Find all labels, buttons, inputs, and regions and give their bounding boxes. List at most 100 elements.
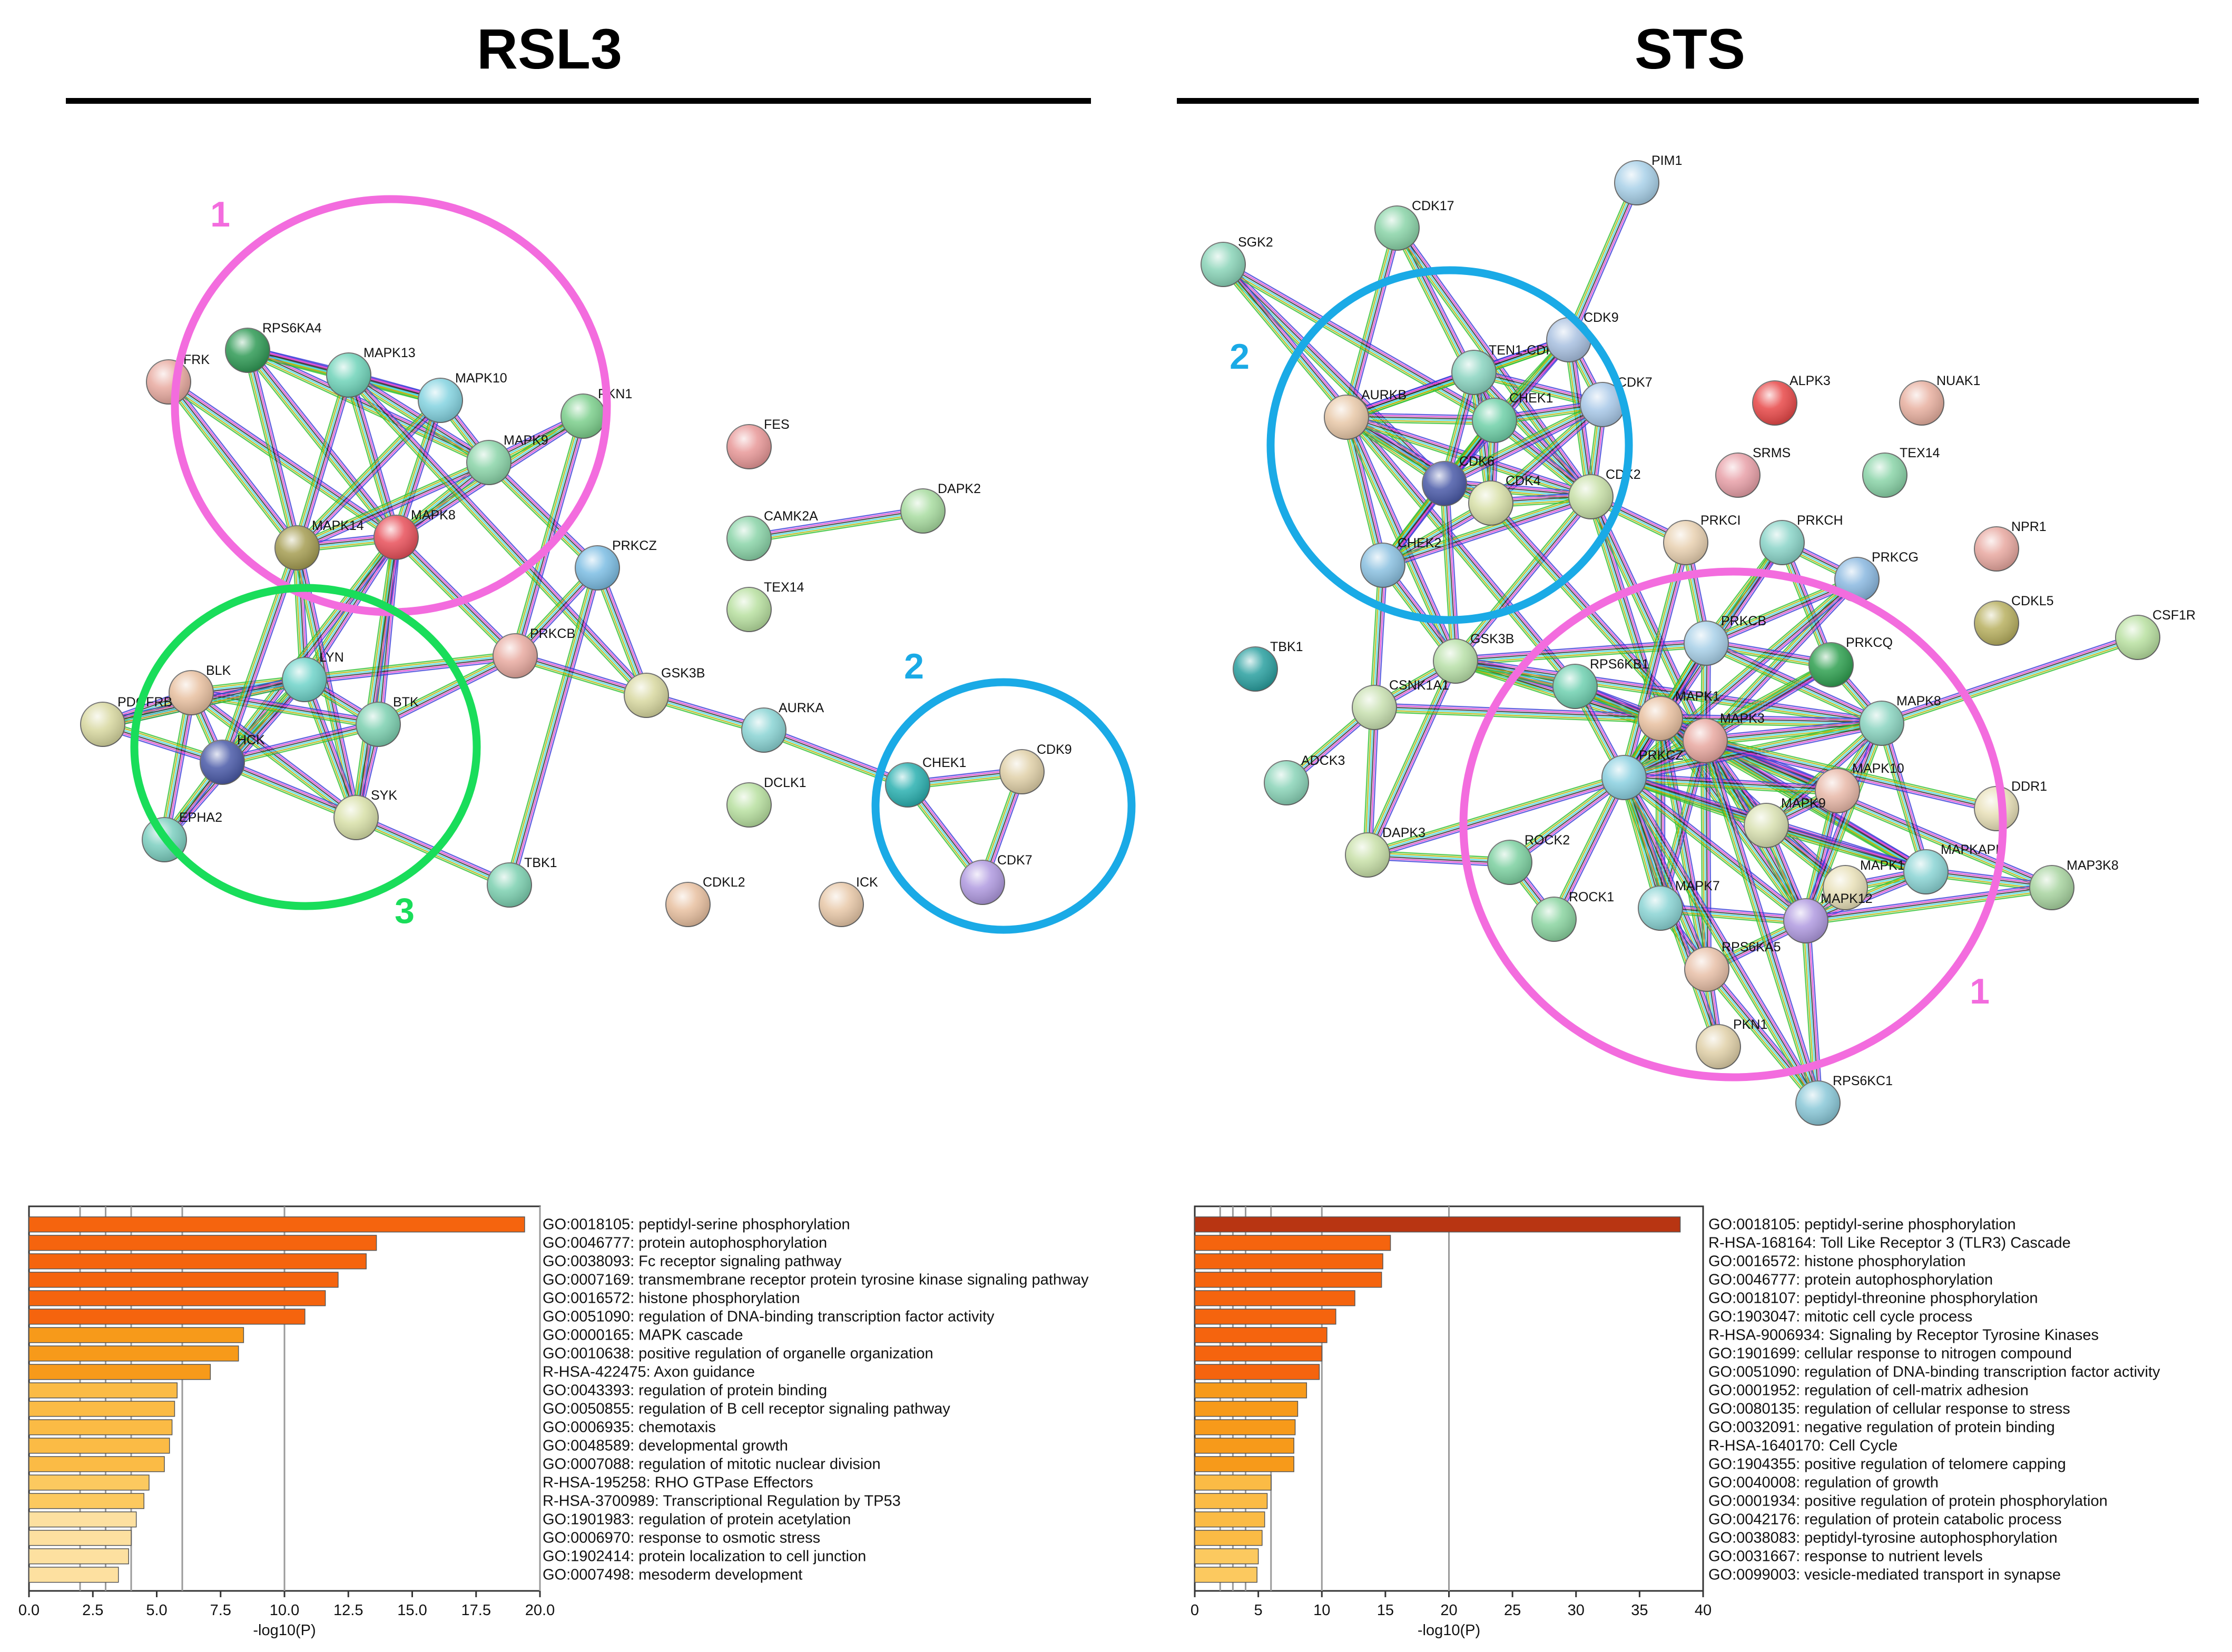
network-node-cdkl2[interactable]: CDKL2 [665, 875, 745, 927]
network-node-prkcq[interactable]: PRKCQ [1808, 635, 1893, 687]
network-node-tex14[interactable]: TEX14 [1862, 446, 1940, 498]
network-node-syk[interactable]: SYK [333, 788, 397, 840]
network-node-sgk2[interactable]: SGK2 [1201, 235, 1273, 287]
network-node-tex14[interactable]: TEX14 [726, 580, 804, 632]
network-node-mapk7[interactable]: MAPK7 [1638, 879, 1720, 931]
network-node-cdk6[interactable]: CDK6 [1422, 454, 1494, 506]
edge-BLK-EPHA2-strand [166, 693, 194, 841]
node-label: DAPK3 [1382, 825, 1425, 840]
network-node-cdk4[interactable]: CDK4 [1468, 474, 1541, 526]
edge-MAPK13-MAPK14-strand [300, 376, 353, 549]
node-highlight [1796, 1081, 1840, 1125]
network-node-tbk1[interactable]: TBK1 [487, 856, 557, 908]
network-node-chek1[interactable]: CHEK1 [885, 755, 966, 808]
network-node-cdk9[interactable]: CDK9 [999, 742, 1072, 794]
edge-HCK-SYK-strand [223, 758, 358, 814]
network-node-hck[interactable]: HCK [200, 733, 265, 785]
network-node-alpk3[interactable]: ALPK3 [1752, 373, 1831, 426]
network-node-cdk7[interactable]: CDK7 [1580, 375, 1653, 427]
network-node-rock2[interactable]: ROCK2 [1487, 833, 1570, 885]
network-node-pkn1[interactable]: PKN1 [1696, 1017, 1767, 1069]
network-node-mapk10[interactable]: MAPK10 [1815, 761, 1904, 813]
network-node-mapk9[interactable]: MAPK9 [1744, 796, 1826, 848]
network-node-dapk2[interactable]: DAPK2 [900, 481, 981, 534]
edge-CDK17-AURKB-strand [1346, 228, 1399, 418]
network-node-rps6ka5[interactable]: RPS6KA5 [1684, 940, 1781, 992]
network-node-mapk8[interactable]: MAPK8 [373, 508, 456, 560]
node-label: MAPK14 [312, 518, 364, 533]
edge-SGK2-RPS6KB1-strand [1226, 261, 1579, 684]
network-node-mapk10[interactable]: MAPK10 [418, 371, 507, 423]
network-node-nuak1[interactable]: NUAK1 [1899, 373, 1980, 426]
edge-MAPK12-RPS6KC1-strand [1804, 921, 1818, 1104]
node-highlight [1683, 719, 1727, 763]
network-node-cdkl5[interactable]: CDKL5 [1974, 594, 2054, 646]
network-node-prkcb[interactable]: PRKCB [1684, 614, 1766, 666]
network-node-pim1[interactable]: PIM1 [1614, 153, 1682, 205]
node-label: CDK7 [997, 853, 1033, 868]
network-node-prkcz[interactable]: PRKCZ [575, 538, 657, 591]
enrichment-bar [28, 1401, 175, 1417]
network-node-tbk1[interactable]: TBK1 [1233, 640, 1303, 692]
edge-PRKCZ-MAPK12-strand [1625, 775, 1808, 920]
network-node-prkch[interactable]: PRKCH [1759, 513, 1843, 565]
edge-CAMK2A-DAPK2-strand [749, 513, 923, 542]
network-node-btk[interactable]: BTK [356, 695, 419, 747]
network-node-csnk1a1[interactable]: CSNK1A1 [1352, 678, 1449, 730]
network-node-fes[interactable]: FES [726, 417, 790, 469]
network-node-gsk3b[interactable]: GSK3B [624, 666, 705, 718]
network-node-ten1[interactable]: TEN1-CDK [1451, 343, 1555, 395]
network-node-mapk9[interactable]: MAPK9 [466, 433, 548, 485]
edge-CAMK2A-DAPK2-strand [749, 511, 923, 540]
network-node-blk[interactable]: BLK [169, 663, 231, 715]
network-node-camk2a[interactable]: CAMK2A [726, 509, 818, 561]
node-label: RPS6KA5 [1722, 940, 1781, 955]
node-highlight [1375, 206, 1419, 250]
network-node-dclk1[interactable]: DCLK1 [726, 775, 807, 828]
network-node-rps6ka4[interactable]: RPS6KA4 [225, 321, 322, 373]
network-node-mapk12[interactable]: MAPK12 [1783, 891, 1873, 943]
network-node-prkci[interactable]: PRKCI [1663, 513, 1741, 565]
network-node-pkn1[interactable]: PKN1 [561, 387, 632, 439]
enrichment-bar [1194, 1548, 1259, 1565]
edge-GSK3B-PRKCB-strand [1456, 645, 1707, 664]
network-node-mapk1[interactable]: MAPK1 [1638, 689, 1720, 741]
edge-CDK2-CHEK2-strand [1381, 492, 1590, 562]
network-node-aurkb[interactable]: AURKB [1324, 388, 1407, 440]
network-node-rps6kb1[interactable]: RPS6KB1 [1552, 657, 1649, 709]
network-node-mapk3[interactable]: MAPK3 [1683, 711, 1765, 763]
network-node-chek1[interactable]: CHEK1 [1472, 391, 1553, 443]
network-node-prkcz[interactable]: PRKCZ [1601, 748, 1684, 800]
node-label: PRKCB [530, 626, 575, 641]
edge-BLK-EPHA2 [159, 692, 196, 841]
edge-SGK2-CHEK1-strand [1222, 264, 1494, 422]
network-node-rock1[interactable]: ROCK1 [1531, 890, 1614, 942]
network-node-mapk8[interactable]: MAPK8 [1859, 694, 1941, 746]
network-node-gsk3b[interactable]: GSK3B [1433, 632, 1514, 684]
network-node-mapk13[interactable]: MAPK13 [326, 346, 416, 398]
edge-PIM1-CDK9-strand [1567, 182, 1637, 340]
network-node-mapkapk[interactable]: MAPKAPK [1903, 842, 2004, 894]
edge-PRKCZ-MAPK10-strand [1624, 772, 1838, 788]
network-node-lyn[interactable]: LYN [282, 650, 344, 702]
network-node-ick[interactable]: ICK [819, 875, 878, 927]
network-node-rps6kc1[interactable]: RPS6KC1 [1795, 1074, 1893, 1126]
network-node-chek2[interactable]: CHEK2 [1360, 536, 1441, 588]
network-node-ddr1[interactable]: DDR1 [1974, 779, 2047, 831]
network-node-cdk17[interactable]: CDK17 [1374, 199, 1454, 251]
network-node-map3k8[interactable]: MAP3K8 [2029, 858, 2119, 910]
network-node-adck3[interactable]: ADCK3 [1264, 753, 1345, 805]
edge-SGK2-RPS6KB1-strand [1219, 267, 1572, 690]
network-node-aurka[interactable]: AURKA [741, 701, 824, 753]
edge-CDK7-CDK4-strand [1490, 403, 1602, 503]
network-node-dapk3[interactable]: DAPK3 [1345, 825, 1425, 878]
network-node-npr1[interactable]: NPR1 [1974, 519, 2047, 572]
network-node-prkcb[interactable]: PRKCB [493, 626, 575, 678]
edge-CAMK2A-DAPK2-strand [749, 509, 923, 538]
network-node-srms[interactable]: SRMS [1715, 446, 1791, 498]
network-node-cdk7[interactable]: CDK7 [960, 853, 1033, 905]
network-node-mapk14[interactable]: MAPK14 [274, 518, 364, 571]
network-node-csf1r[interactable]: CSF1R [2115, 608, 2196, 660]
network-node-mapk11[interactable]: MAPK1 [1823, 858, 1905, 910]
node-label: ALPK3 [1789, 373, 1831, 388]
